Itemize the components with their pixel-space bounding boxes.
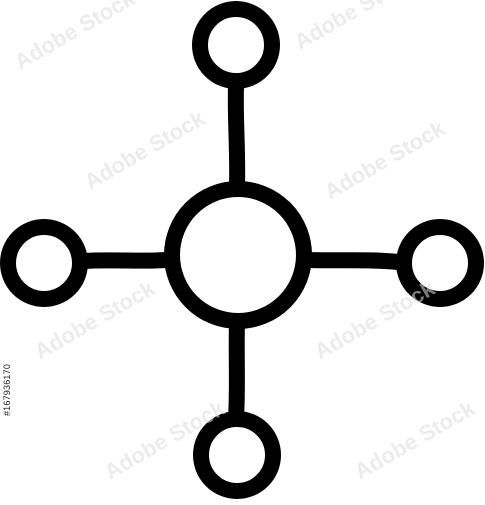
connector-right bbox=[307, 252, 399, 270]
stock-id-text: #167936170 bbox=[2, 363, 12, 417]
connector-top bbox=[227, 85, 246, 187]
left-node bbox=[0, 219, 88, 307]
right-node bbox=[396, 219, 484, 307]
top-node bbox=[192, 1, 280, 89]
connector-bottom bbox=[228, 321, 245, 419]
connector-left bbox=[83, 252, 167, 269]
stock-id-label: #167936170 bbox=[0, 310, 14, 470]
center-node bbox=[164, 181, 312, 329]
bottom-node bbox=[193, 411, 281, 499]
